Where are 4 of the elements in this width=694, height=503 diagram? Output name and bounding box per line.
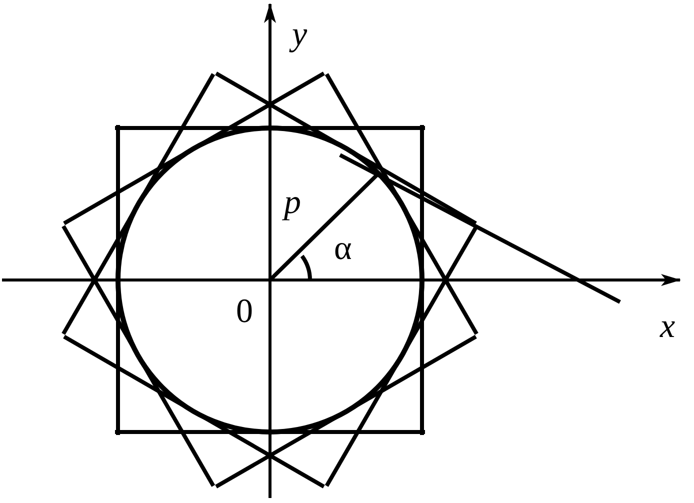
alpha-label: α <box>334 232 352 266</box>
p-label: p <box>284 186 301 220</box>
x-label: x <box>660 310 676 344</box>
origin-label: 0 <box>236 295 253 329</box>
